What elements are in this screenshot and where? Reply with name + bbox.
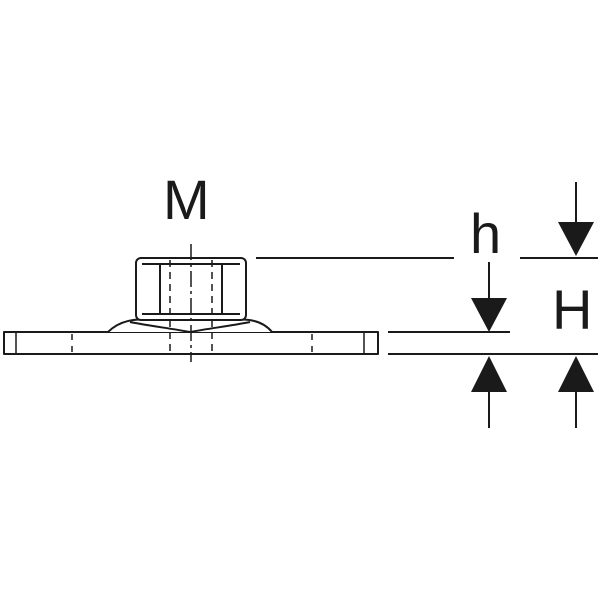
weld-flange xyxy=(107,318,273,333)
arrow-h-up xyxy=(471,356,507,392)
arrow-H-up xyxy=(558,356,594,392)
thread-size-label: M xyxy=(163,168,210,231)
extension-lines xyxy=(256,257,598,355)
arrow-H-down xyxy=(558,222,594,256)
plate-thickness-label: h xyxy=(470,202,502,265)
thread-hidden-lines xyxy=(169,260,213,354)
arrow-h-down xyxy=(471,298,507,332)
weld-seam xyxy=(129,321,251,333)
total-height-label: H xyxy=(552,278,593,341)
plate-hidden-lines xyxy=(15,332,365,354)
